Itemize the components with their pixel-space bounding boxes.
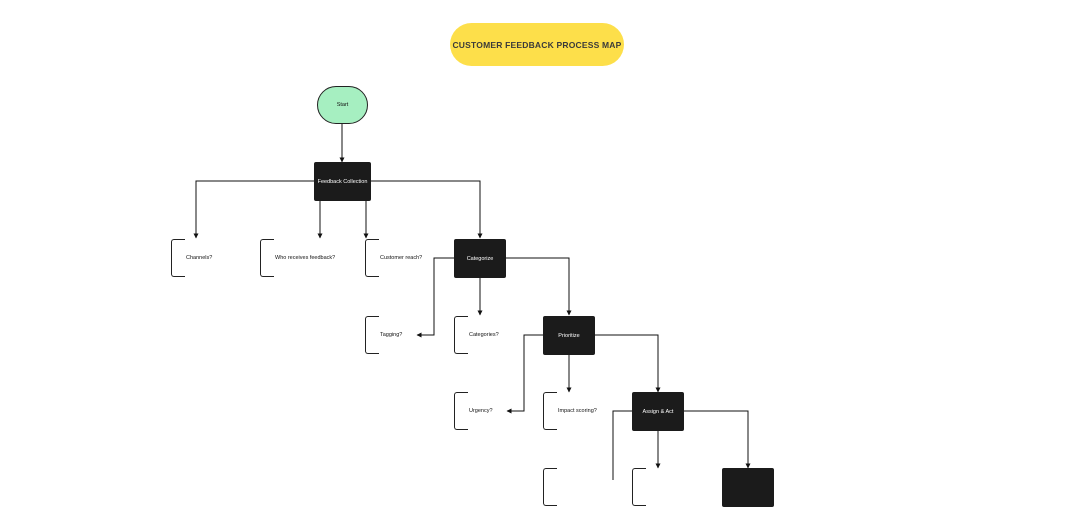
connector-assign-left [612, 410, 632, 480]
process-next[interactable] [722, 468, 774, 507]
annotation-urgency: Urgency? [454, 392, 509, 430]
annotation-text: Customer reach? [380, 255, 423, 261]
annotation-assign-b [632, 468, 687, 506]
annotation-tagging: Tagging? [365, 316, 420, 354]
connector-prioritize-to-assign [595, 334, 661, 393]
annotation-bracket [365, 316, 379, 354]
annotation-text: Urgency? [469, 408, 493, 414]
annotation-text: Tagging? [380, 332, 403, 338]
process-categorize[interactable]: Categorize [454, 239, 506, 278]
annotation-assign-a [543, 468, 598, 506]
connector-collection-to-channels [193, 180, 314, 239]
connector-layer [193, 124, 751, 480]
annotation-bracket [632, 468, 646, 506]
connector-prioritize-to-urgency [506, 334, 543, 414]
connector-categorize-to-tagging [416, 257, 454, 338]
annotation-categories: Categories? [454, 316, 509, 354]
connector-assign-right [684, 410, 751, 469]
annotation-text: Who receives feedback? [275, 255, 336, 261]
annotation-bracket [171, 239, 185, 277]
connector-collection-to-categorize [371, 180, 483, 239]
annotation-bracket [454, 392, 468, 430]
annotation-customer-reach: Customer reach? [365, 239, 423, 277]
connector-categorize-to-prioritize [506, 257, 572, 316]
annotation-text: Categories? [469, 332, 499, 338]
diagram-title: CUSTOMER FEEDBACK PROCESS MAP [450, 23, 624, 66]
annotation-bracket [543, 392, 557, 430]
process-assign-act[interactable]: Assign & Act [632, 392, 684, 431]
diagram-canvas: CUSTOMER FEEDBACK PROCESS MAP Start Feed… [171, 23, 774, 507]
annotation-impact-scoring: Impact scoring? [543, 392, 598, 430]
annotation-channels: Channels? [171, 239, 226, 277]
annotation-text: Channels? [186, 255, 213, 261]
start-node[interactable]: Start [317, 86, 368, 124]
annotation-bracket [260, 239, 274, 277]
annotation-text: Impact scoring? [558, 408, 597, 414]
annotation-bracket [365, 239, 379, 277]
annotation-who-receives: Who receives feedback? [260, 239, 340, 277]
process-prioritize[interactable]: Prioritize [543, 316, 595, 355]
process-feedback-collection[interactable]: Feedback Collection [314, 162, 371, 201]
annotation-bracket [454, 316, 468, 354]
annotation-bracket [543, 468, 557, 506]
